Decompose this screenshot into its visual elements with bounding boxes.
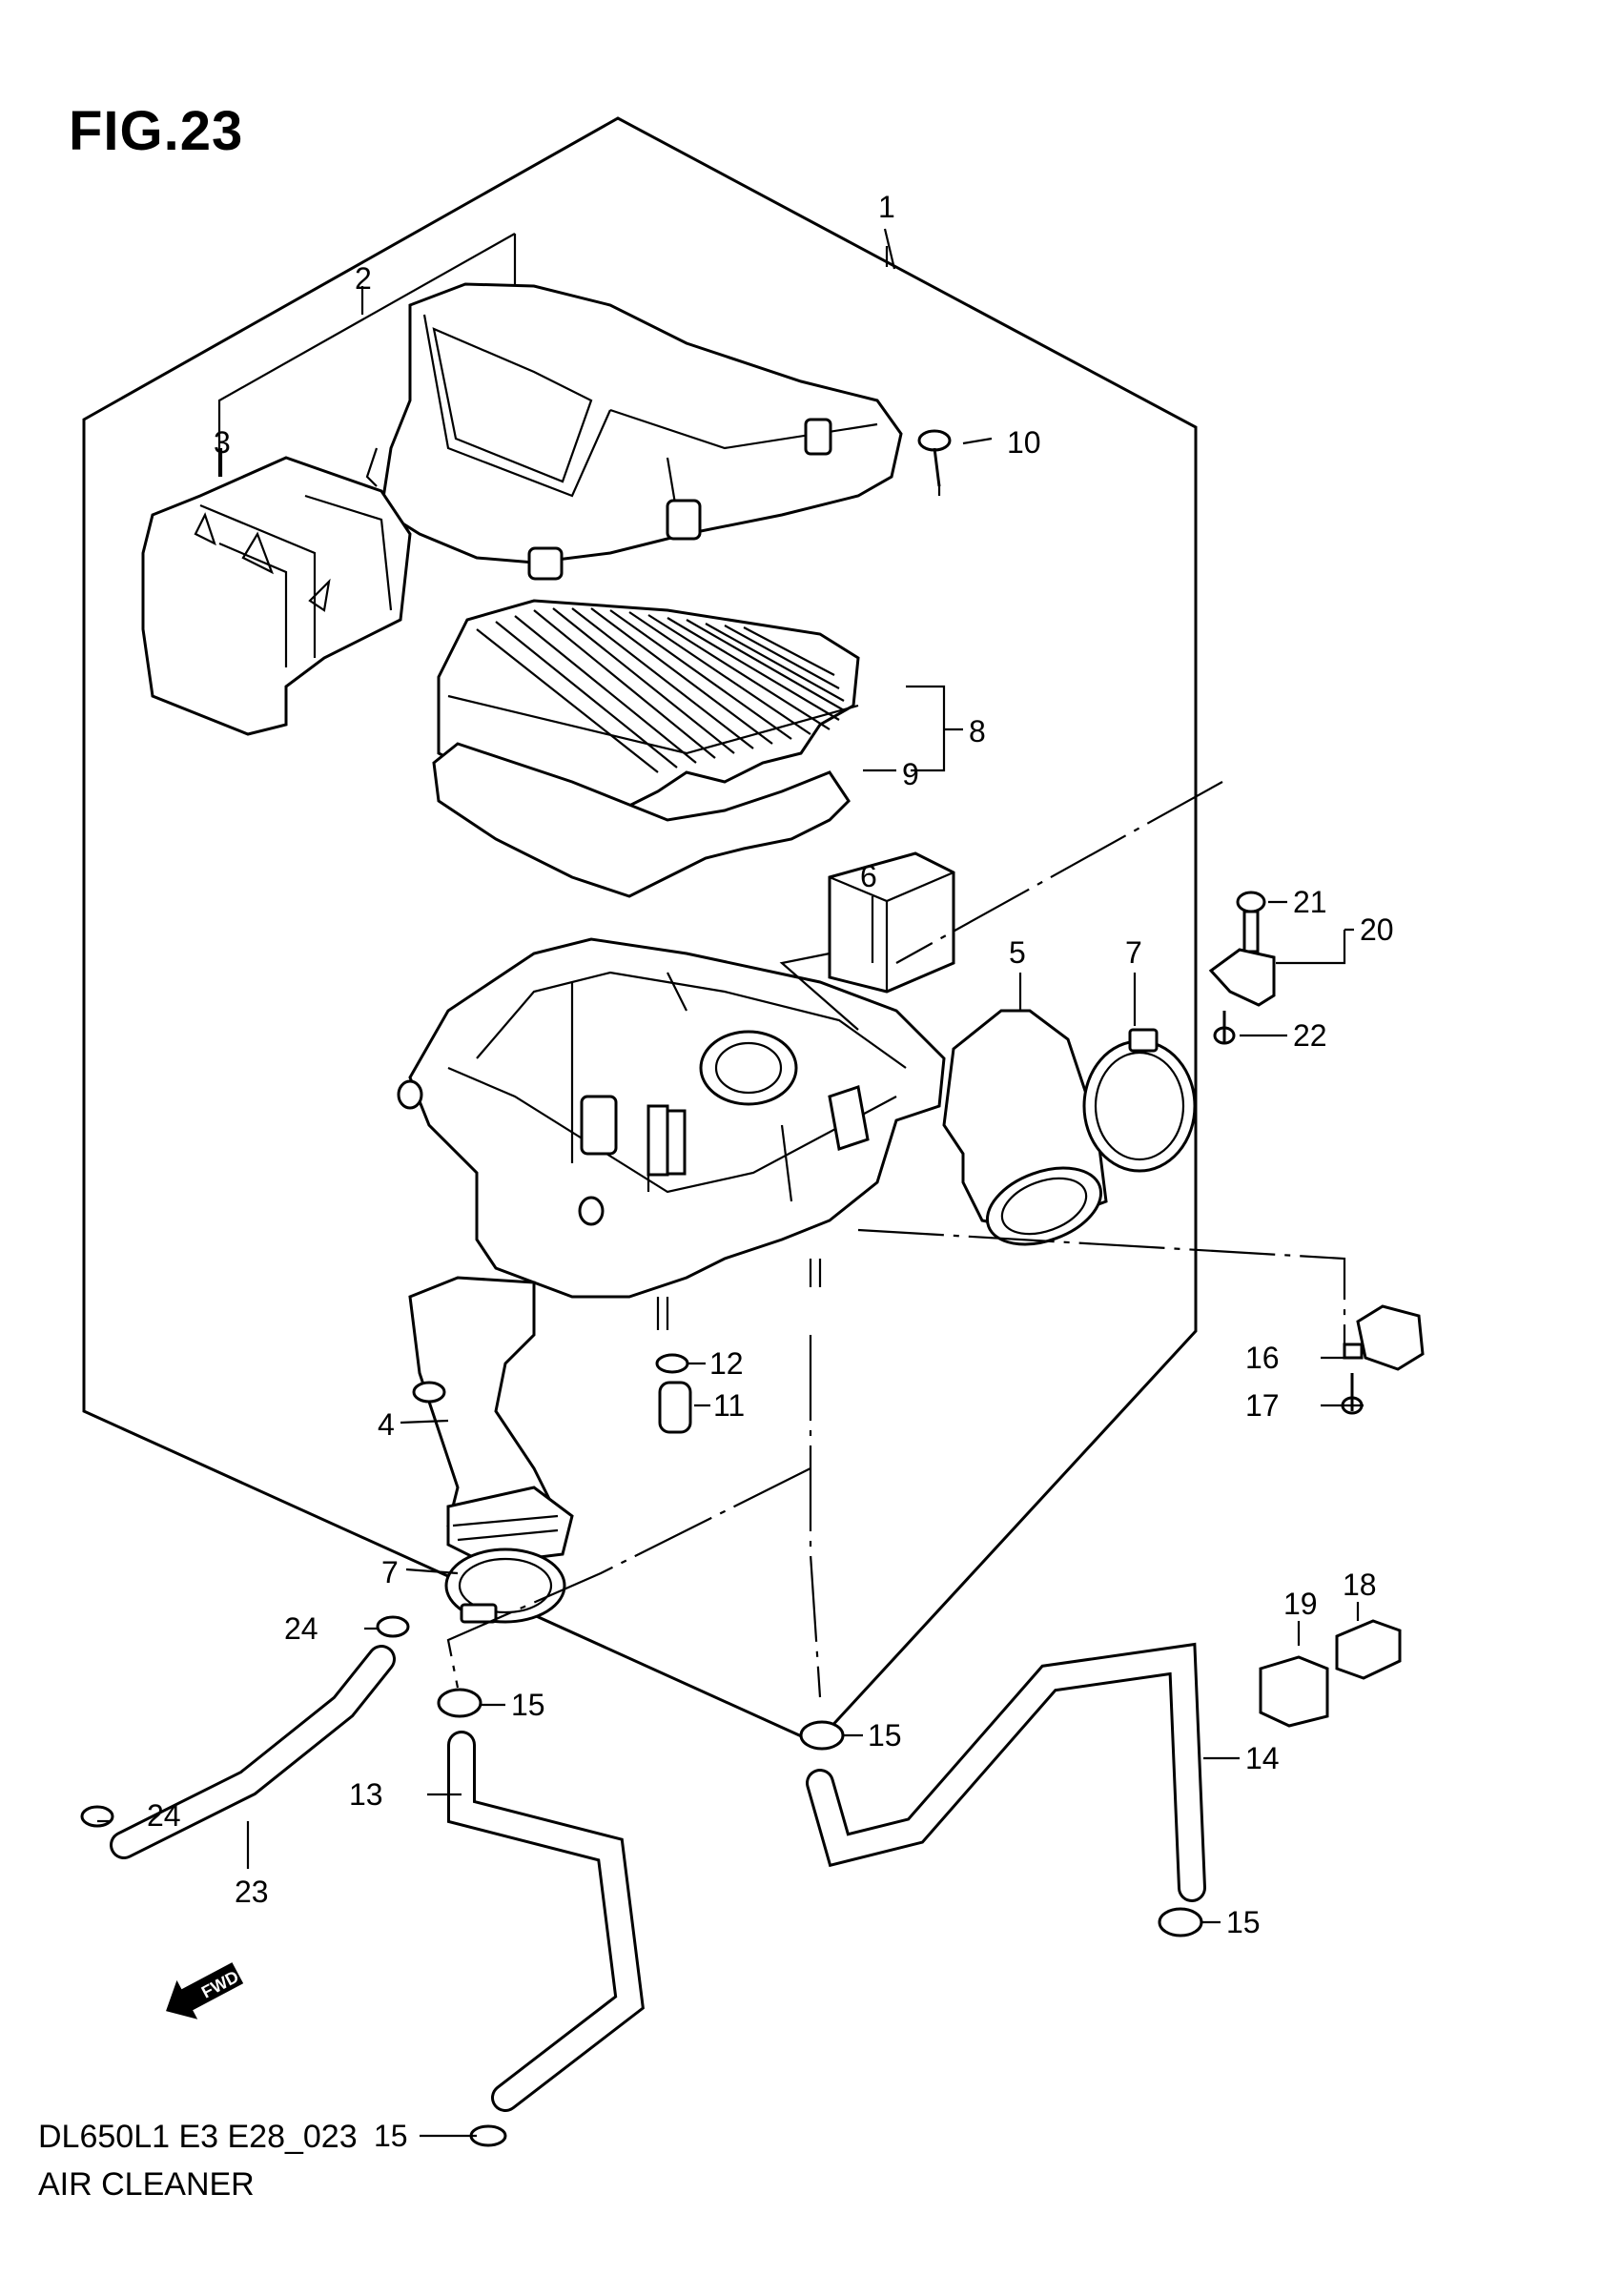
callout-4: 4 [378, 1407, 395, 1442]
sponge-block [828, 851, 955, 994]
callout-9: 9 [902, 757, 919, 791]
hose-13 [447, 1731, 645, 2112]
clamp-24-lower-icon [80, 1805, 114, 1828]
callout-15-mid: 15 [868, 1718, 902, 1753]
model-code: DL650L1 E3 E28_023 [38, 2119, 358, 2155]
cover-19 [1259, 1655, 1329, 1728]
clamp-15-mid-icon [799, 1720, 845, 1751]
clamp-24-upper-icon [376, 1615, 410, 1638]
dash-line-right-hose [809, 1335, 822, 1698]
part-2-bracket [217, 233, 517, 477]
hose-clamp-lower [444, 1548, 566, 1624]
callout-5: 5 [1009, 935, 1026, 970]
callout-16: 16 [1245, 1341, 1280, 1375]
callout-23: 23 [235, 1875, 269, 1909]
air-filter-element [432, 599, 860, 898]
drain-cap-11 [658, 1381, 692, 1434]
dash-line-sensor-16 [857, 1228, 1346, 1344]
callout-11: 11 [713, 1388, 745, 1423]
callout-18: 18 [1343, 1568, 1377, 1602]
callout-2: 2 [355, 261, 372, 296]
callout-6: 6 [860, 859, 877, 893]
iat-sensor-20 [1208, 910, 1276, 1007]
callout-22: 22 [1293, 1018, 1327, 1053]
callout-14: 14 [1245, 1741, 1280, 1775]
sensor-16 [1343, 1304, 1425, 1371]
dash-line-left-hose [446, 1467, 811, 1689]
callout-20: 20 [1360, 912, 1394, 947]
callout-21: 21 [1293, 885, 1327, 919]
hose-14 [806, 1642, 1206, 1902]
screw-17-icon [1341, 1373, 1364, 1415]
callout-7-upper: 7 [1125, 935, 1142, 970]
leader-lines [97, 228, 1364, 2138]
outlet-tube [942, 1009, 1108, 1246]
inlet-pipe [408, 1276, 574, 1566]
air-cleaner-cover [365, 282, 903, 581]
callout-19: 19 [1283, 1587, 1318, 1621]
callout-15-right: 15 [1226, 1905, 1261, 1939]
callout-15-bottom: 15 [374, 2119, 408, 2153]
assembly-frame [82, 116, 1198, 1745]
callout-1: 1 [878, 190, 895, 224]
callout-17: 17 [1245, 1388, 1280, 1423]
fwd-arrow-icon: FWD [166, 1962, 244, 2019]
hose-clamp-upper [1082, 1028, 1197, 1173]
callout-12: 12 [709, 1346, 744, 1381]
air-intake-duct [141, 456, 412, 736]
air-cleaner-case [397, 937, 946, 1330]
callout-7-lower: 7 [381, 1555, 399, 1589]
screw-22-icon [1213, 1011, 1236, 1045]
figure-title: FIG.23 [69, 100, 244, 162]
callout-3: 3 [214, 425, 231, 460]
callout-10: 10 [1007, 425, 1041, 460]
callout-8: 8 [969, 714, 986, 748]
callout-15-upper: 15 [511, 1688, 545, 1722]
clamp-15-right-icon [1158, 1907, 1203, 1937]
o-ring-21-icon [1236, 891, 1266, 913]
connector-18 [1335, 1619, 1402, 1680]
callout-13: 13 [349, 1777, 383, 1812]
callout-24-lower: 24 [147, 1798, 181, 1833]
figure-caption: AIR CLEANER [38, 2166, 255, 2203]
screw-10-icon [917, 429, 952, 487]
clamp-15-upper-icon [437, 1688, 482, 1718]
dash-line-sensor [895, 781, 1223, 964]
callout-24-upper: 24 [284, 1611, 318, 1646]
clamp-12-icon [655, 1353, 689, 1374]
